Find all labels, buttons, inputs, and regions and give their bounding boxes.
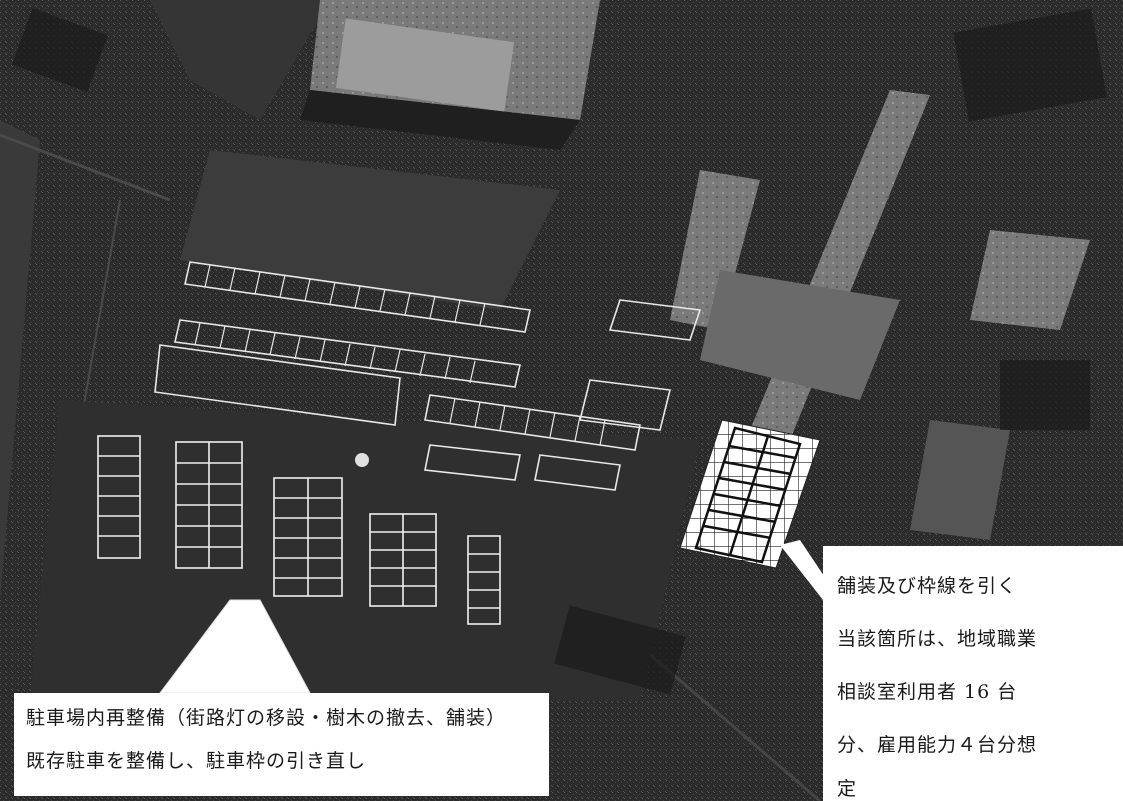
parking-block-3 bbox=[273, 477, 343, 597]
roof-white-patch bbox=[335, 18, 515, 112]
parking-lot-surface bbox=[30, 400, 700, 700]
building-far-right-2 bbox=[910, 420, 1010, 540]
callout-parking-redevelopment: 駐車場内再整備（街路灯の移設・樹木の撤去、舗装） 既存駐車を整備し、駐車枠の引き… bbox=[14, 693, 549, 796]
building-top-shadow bbox=[300, 90, 580, 150]
callout-right-line-1: 舗装及び枠線を引く bbox=[837, 575, 1018, 597]
callout-new-paving: 舗装及び枠線を引く 当該箇所は、地域職業 相談室利用者 16 台 分、雇用能力４… bbox=[823, 546, 1123, 801]
new-paving-area bbox=[679, 419, 821, 569]
parking-rows-upper bbox=[154, 261, 702, 491]
parking-block-1 bbox=[97, 435, 141, 559]
callout-right-line-4: 分、雇用能力４台分想 bbox=[837, 734, 1038, 756]
building-far-right bbox=[970, 230, 1090, 330]
texture-spots bbox=[12, 8, 1107, 695]
building-right-mid bbox=[700, 270, 900, 400]
road-left bbox=[0, 120, 40, 600]
callout-right-line-3: 相談室利用者 16 台 bbox=[837, 681, 1018, 703]
callout-left-line-2: 既存駐車を整備し、駐車枠の引き直し bbox=[26, 750, 367, 772]
callout-right-line-2: 当該箇所は、地域職業 bbox=[837, 628, 1038, 650]
callout-right-line-5: 定 bbox=[837, 778, 858, 800]
building-left-block bbox=[180, 150, 560, 310]
road-diagonal bbox=[150, 0, 330, 120]
parking-dividers-upper bbox=[194, 264, 606, 446]
callout-left-line-1: 駐車場内再整備（街路灯の移設・樹木の撤去、舗装） bbox=[26, 707, 507, 729]
building-right-l bbox=[670, 170, 760, 330]
street-light bbox=[355, 453, 369, 467]
parking-block-5 bbox=[467, 535, 501, 625]
parking-block-2 bbox=[175, 441, 243, 569]
parking-block-4 bbox=[369, 513, 437, 607]
